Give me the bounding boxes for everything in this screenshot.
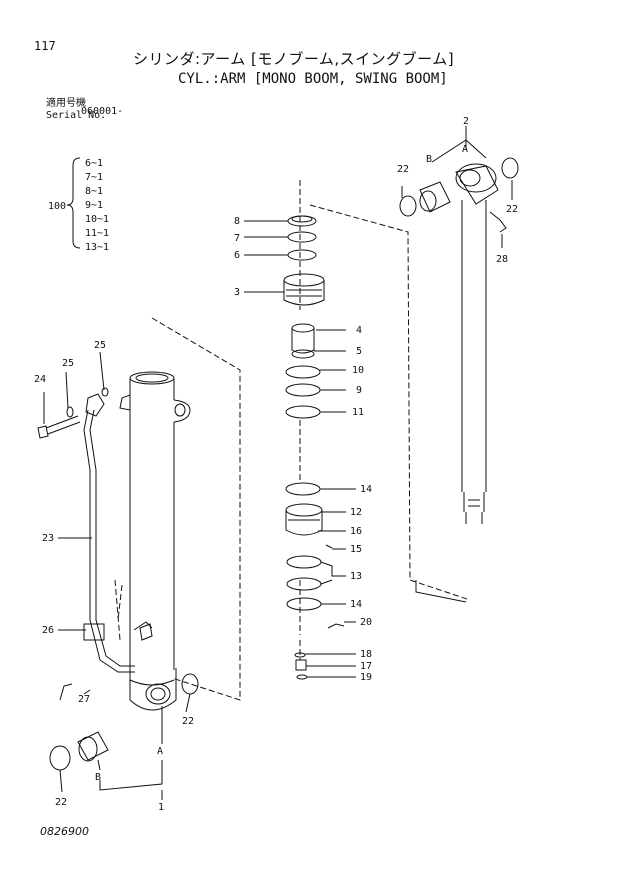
cylinder-tube: [119, 371, 191, 711]
callout-22: 22: [506, 204, 518, 215]
callout-11: 11: [352, 407, 364, 418]
serial-label-english: Serial No.: [46, 110, 107, 121]
pipe: [83, 393, 153, 673]
callout-5: 5: [356, 346, 362, 357]
model-item: 9~1: [85, 200, 104, 211]
drawing-number: 0826900: [40, 825, 89, 838]
title-japanese: シリンダ:アーム [モノブーム,スイングブーム]: [133, 50, 455, 68]
bushing-lower: [49, 673, 199, 771]
callout-8: 8: [234, 216, 240, 227]
callout-19: 19: [360, 672, 372, 683]
callout-10: 10: [352, 365, 364, 376]
serial-value: 060001-: [81, 106, 124, 117]
callout-4: 4: [356, 325, 362, 336]
model-item: 13~1: [85, 242, 110, 253]
model-item: 6~1: [85, 158, 104, 169]
callout-2: 2: [463, 116, 469, 127]
callout-27: 27: [78, 694, 90, 705]
model-item: 11~1: [85, 228, 110, 239]
model-item: 10~1: [85, 214, 110, 225]
page-number: 117: [34, 39, 56, 53]
callout-22: 22: [397, 164, 409, 175]
callout-22: 22: [182, 716, 194, 727]
callout-17: 17: [360, 661, 372, 672]
callout-25: 25: [94, 340, 106, 351]
callout-6: 6: [234, 250, 240, 261]
callout-20: 20: [360, 617, 372, 628]
callout-15: 15: [350, 544, 362, 555]
callout-13: 13: [350, 571, 362, 582]
callout-18: 18: [360, 649, 372, 660]
title-english: CYL.:ARM [MONO BOOM, SWING BOOM]: [178, 71, 448, 87]
model-group-label: 100: [48, 201, 67, 212]
callout-7: 7: [234, 233, 240, 244]
callout-3: 3: [234, 287, 240, 298]
callout-16: 16: [350, 526, 362, 537]
seal-stack: [283, 215, 345, 680]
model-brace: [66, 157, 81, 249]
assembly-guide-lines: [114, 180, 471, 701]
leader-lines: [43, 126, 513, 800]
callout-23: 23: [42, 533, 54, 544]
callout-22: 22: [55, 797, 67, 808]
callout-24: 24: [34, 374, 46, 385]
serial-label-japanese: 適用号機: [46, 98, 86, 109]
callout-26: 26: [42, 625, 54, 636]
model-item: 7~1: [85, 172, 104, 183]
callout-1: 1: [158, 802, 164, 813]
model-item: 8~1: [85, 186, 104, 197]
label-a-lower: A: [157, 746, 163, 757]
callout-9: 9: [356, 385, 362, 396]
callout-14: 14: [360, 484, 372, 495]
callout-28: 28: [496, 254, 508, 265]
piston-rod: [399, 157, 519, 524]
label-a-upper: A: [462, 144, 468, 155]
label-b-lower: B: [95, 772, 101, 783]
callout-25: 25: [62, 358, 74, 369]
callout-12: 12: [350, 507, 362, 518]
bolt: [37, 387, 109, 439]
callout-14: 14: [350, 599, 362, 610]
label-b-upper: B: [426, 154, 432, 165]
